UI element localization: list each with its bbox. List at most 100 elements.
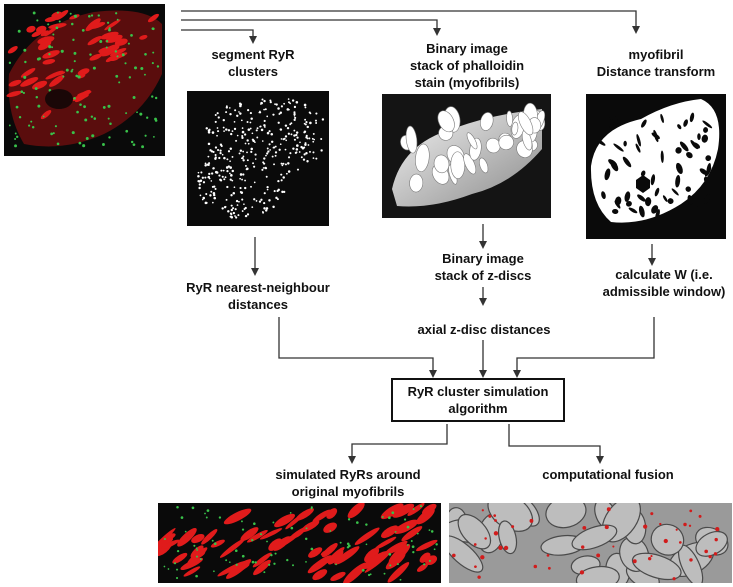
distance-gap [676, 162, 683, 175]
ryr-dot [83, 105, 86, 109]
phalloidin-stack-graphic [382, 94, 551, 218]
ryr-cluster-dot [250, 185, 252, 188]
ryr-cluster-dot [293, 112, 296, 116]
myofibril-mark [77, 68, 90, 76]
ryr-dot [116, 18, 119, 21]
ryr-cluster-dot [199, 194, 202, 197]
ryr-cluster-dot [204, 176, 207, 179]
ryr-dot [125, 112, 128, 115]
ryr-cluster-dot [274, 154, 277, 157]
ryr-cluster-dot [266, 147, 269, 150]
simulated-myofibril [416, 539, 438, 552]
distance-gap [677, 124, 682, 130]
axial-distances-label: axial z-disc distances [417, 322, 551, 337]
fusion-ryr-dot [452, 553, 456, 558]
ryr-cluster-dot [244, 142, 247, 145]
ryr-cluster-dot [312, 151, 315, 154]
fusion-ryr-dot [683, 522, 687, 527]
ryr-cluster-dot [227, 129, 231, 132]
myofibril-mark [7, 46, 18, 54]
ryr-dot [79, 103, 82, 106]
ryr-cluster-dot [229, 160, 231, 163]
simulated-myofibril [334, 546, 360, 565]
simulated-ryr-dot [175, 576, 179, 580]
ryr-cluster-dot [238, 200, 240, 203]
ryr-dot [128, 76, 132, 79]
simulated-ryr-dot [196, 549, 199, 551]
ryr-dot [152, 135, 155, 138]
simulated-ryr-dot [241, 520, 243, 523]
ryr-dot [58, 20, 61, 23]
ryr-cluster-dot [227, 150, 231, 153]
ryr-cluster-dot [225, 111, 228, 114]
ryr-dot [30, 120, 33, 123]
ryr-cluster-dot [289, 102, 292, 105]
ryr-cluster-dot [280, 173, 283, 176]
ryr-cluster-dot [277, 121, 280, 124]
ryr-cluster-dot [304, 118, 307, 121]
ryr-dot [132, 143, 136, 147]
myofibril-mark [100, 31, 119, 40]
simulated-ryr-dot [176, 549, 180, 553]
myofibril-surface [478, 157, 489, 174]
ryr-cluster-dot [295, 151, 298, 154]
simulated-myofibril [295, 508, 314, 521]
simulated-myofibril [180, 557, 204, 571]
simulated-myofibril [252, 552, 272, 568]
ryr-dot [151, 95, 154, 98]
myofibril-mark [89, 53, 102, 61]
ryr-cluster-dot [304, 143, 307, 147]
ryr-cluster-dot [243, 133, 247, 136]
simulated-ryr-dot [430, 530, 434, 533]
ryr-cluster-dot [229, 147, 233, 151]
ryr-cluster-dot [303, 146, 306, 149]
ryr-cluster-dot [227, 165, 230, 168]
fusion-ryr-dot [494, 519, 497, 522]
distance-gap [654, 187, 660, 197]
distance-gap [660, 113, 664, 124]
simulated-myofibril [384, 540, 408, 555]
myofibril-mark [108, 55, 120, 62]
ryr-dot [91, 134, 95, 138]
ryr-dot [146, 116, 149, 119]
ryr-cluster-dot [216, 148, 220, 152]
simulated-ryr-dot [213, 570, 215, 573]
ryr-dot [144, 52, 147, 56]
ryr-cluster-dot [207, 155, 210, 158]
ryr-cluster-dot [284, 163, 287, 166]
ryr-cluster-dot [315, 122, 318, 124]
simulated-ryr-dot [173, 562, 177, 565]
simulated-ryr-dot [347, 518, 351, 521]
ryr-cluster-dot [230, 208, 234, 212]
simulated-ryr-dot [412, 508, 415, 511]
ryr-cluster-dot [219, 179, 223, 182]
distance-gap [694, 197, 699, 208]
simulated-ryr-dot [329, 530, 332, 532]
ryr-dot [14, 137, 17, 141]
ryr-cluster-dot [259, 125, 262, 128]
ryr-cluster-dot [222, 118, 225, 122]
ryr-cluster-dot [241, 136, 244, 140]
ryr-cluster-dot [287, 132, 290, 135]
simulated-ryr-dot [270, 553, 273, 557]
distance-gap [640, 170, 646, 177]
ryr-cluster-dot [217, 130, 220, 133]
ryr-cluster-dot [224, 176, 227, 179]
myofibril-surface [498, 134, 514, 151]
simulated-ryr-dot [388, 552, 392, 556]
distance-gap [686, 151, 693, 159]
ryr-cluster-dot [293, 134, 296, 137]
simulated-ryr-dot [193, 544, 196, 547]
ryr-cluster-dot [277, 107, 280, 110]
ryr-cluster-dot [285, 172, 288, 175]
ryr-dot [84, 118, 88, 122]
simulated-ryr-dot [180, 516, 184, 519]
ryr-cluster-dot [320, 137, 323, 141]
ryr-dot [152, 51, 155, 54]
ryr-dot [15, 105, 19, 109]
ryr-cluster-dot [213, 196, 217, 200]
simulated-ryr-dot [251, 560, 255, 564]
ryr-cluster-dot [239, 112, 242, 115]
simulated-myofibril [347, 503, 365, 519]
ryr-dot [76, 110, 79, 114]
